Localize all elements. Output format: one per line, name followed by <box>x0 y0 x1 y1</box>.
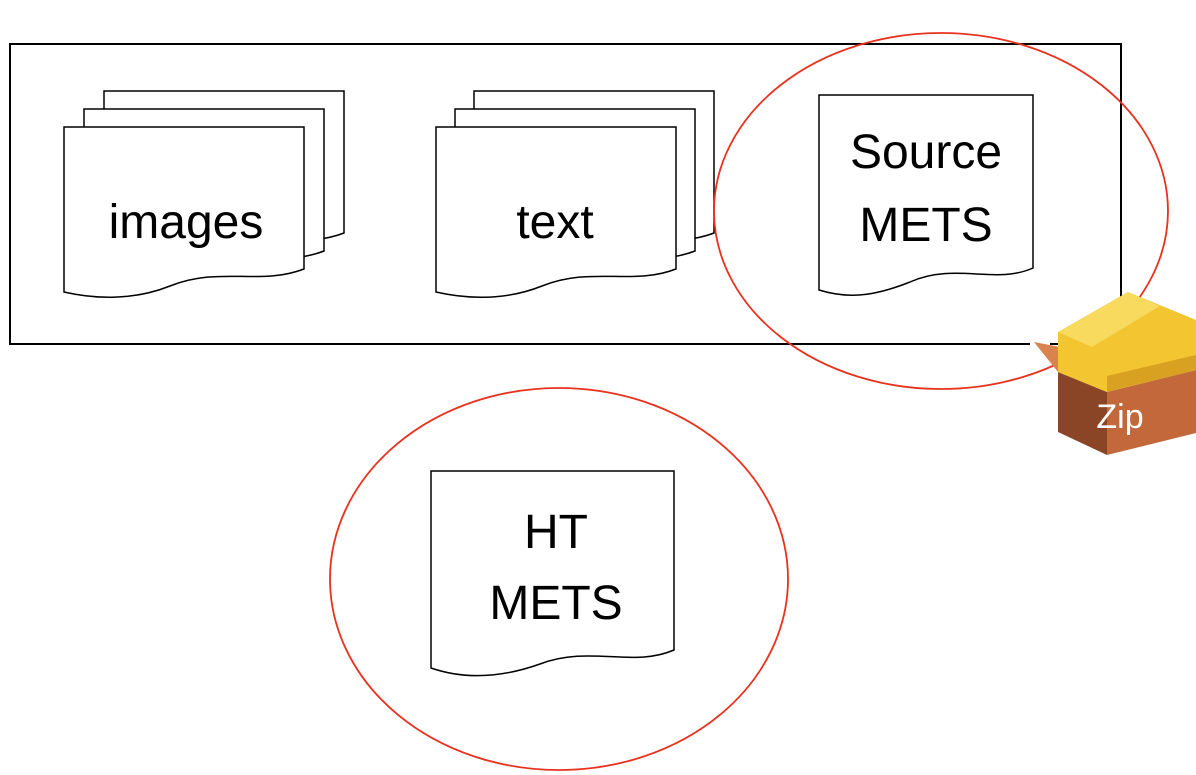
source-mets-page <box>818 94 1034 296</box>
ht-mets-label-line2: METS <box>489 577 622 630</box>
box-lid-highlight <box>1058 292 1160 347</box>
zip-label: Zip <box>1096 398 1143 436</box>
images-document-stack: images <box>63 90 345 299</box>
ht-mets-highlight-circle <box>329 387 789 771</box>
text-label: text <box>516 196 593 249</box>
text-page-front <box>435 126 677 299</box>
package-box-icon: Zip <box>1030 292 1196 455</box>
ht-mets-label-line1: HT <box>524 506 588 559</box>
source-mets-document: Source METS <box>818 94 1034 296</box>
box-lid-edge <box>1107 355 1196 392</box>
source-mets-highlight-circle <box>713 32 1169 390</box>
ht-mets-page <box>430 470 675 677</box>
images-page-front <box>63 126 305 299</box>
source-mets-label-line1: Source <box>850 126 1002 179</box>
images-label: images <box>109 196 264 249</box>
box-front-face <box>1107 370 1196 455</box>
source-mets-label-line2: METS <box>859 199 992 252</box>
text-document-stack: text <box>435 90 715 299</box>
box-left-face <box>1058 372 1107 455</box>
ht-mets-document: HT METS <box>430 470 675 677</box>
